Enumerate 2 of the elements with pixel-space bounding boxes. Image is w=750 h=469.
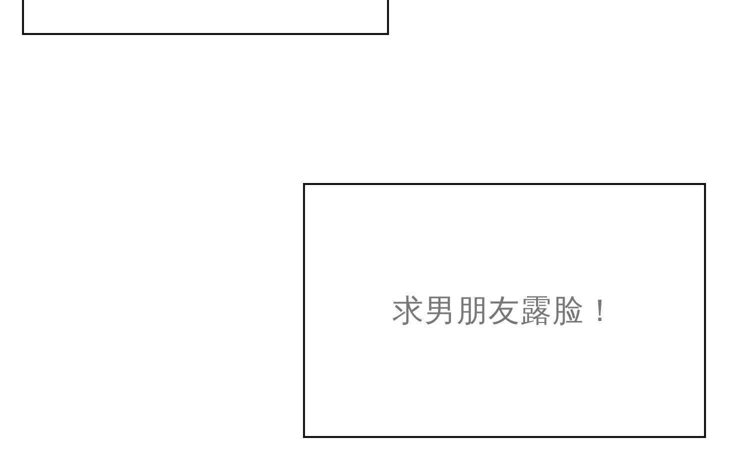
- comic-panel: [303, 183, 706, 438]
- panel-caption: 求男朋友露脸！: [392, 292, 616, 330]
